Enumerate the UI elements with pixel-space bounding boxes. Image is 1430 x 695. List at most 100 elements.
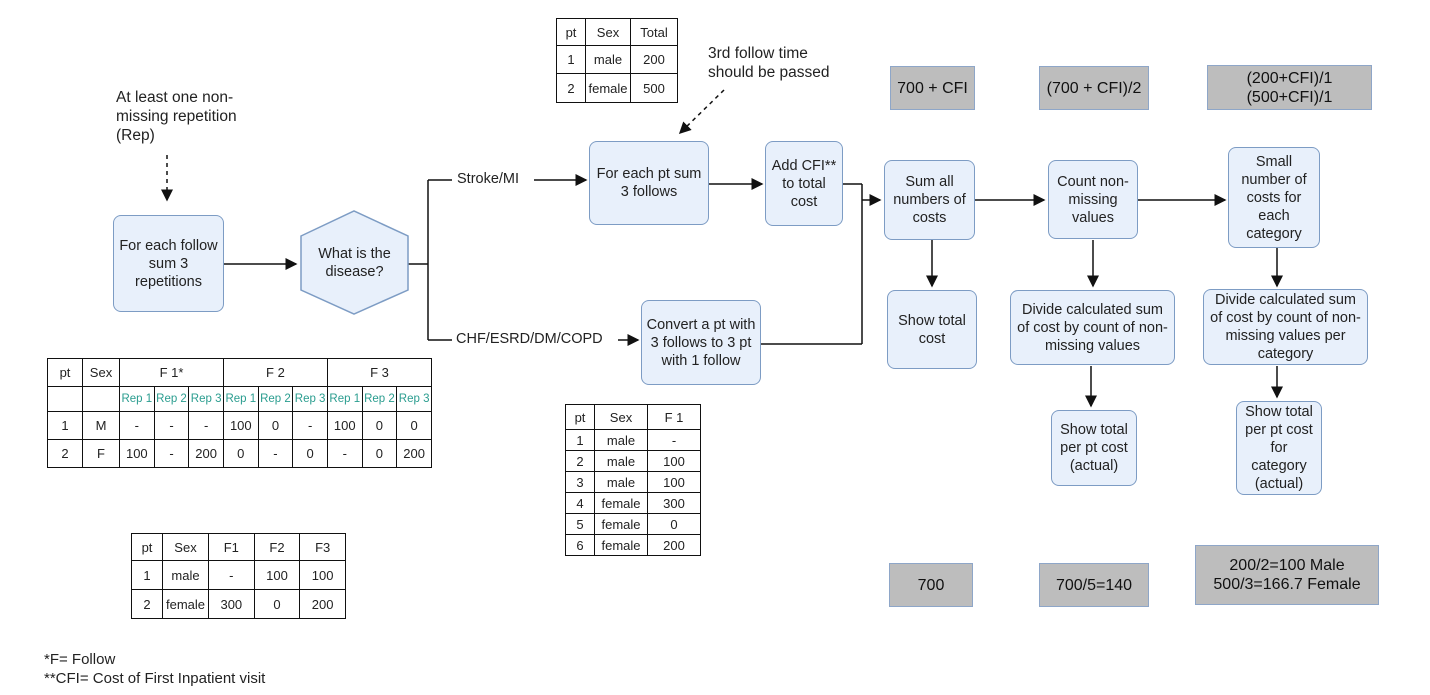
table-row: 4 female 300 <box>565 492 701 514</box>
cell: 0 <box>257 411 294 440</box>
header-cell: Sex <box>82 358 120 387</box>
formula-top-c1: (200+CFI)/1 <box>1246 69 1333 87</box>
cell: 0 <box>253 589 301 619</box>
header-cell: pt <box>565 404 595 430</box>
cell: 100 <box>119 439 155 468</box>
rep-cell: Rep 1 <box>119 386 155 412</box>
cell: 300 <box>208 589 255 619</box>
formula-bottom-c1: 200/2=100 Male <box>1229 557 1345 574</box>
footnote-cfi: **CFI= Cost of First Inpatient visit <box>44 670 266 687</box>
reps-table-rep-row: Rep 1 Rep 2 Rep 3 Rep 1 Rep 2 Rep 3 Rep … <box>47 386 432 412</box>
header-cell: F1 <box>208 533 255 561</box>
cell: 100 <box>647 450 701 472</box>
cell: male <box>162 560 209 590</box>
empty-cell <box>82 386 120 412</box>
formula-top-c: (200+CFI)/1 (500+CFI)/1 <box>1207 65 1372 110</box>
header-cell: Sex <box>585 18 631 46</box>
cell: 200 <box>396 439 432 468</box>
add-cfi-node: Add CFI** to total cost <box>765 141 843 226</box>
follows-table-header: pt Sex F1 F2 F3 <box>131 533 346 561</box>
rep-cell: Rep 1 <box>222 386 259 412</box>
divide-sum-node: Divide calculated sum of cost by count o… <box>1010 290 1175 365</box>
cell: - <box>647 429 701 451</box>
show-per-category-node: Show total per pt cost for category (act… <box>1236 401 1322 495</box>
totals-table: pt Sex Total 1 male 200 2 female 500 <box>556 18 678 103</box>
rep-cell: Rep 1 <box>326 386 363 412</box>
cell: - <box>257 439 294 468</box>
cell: 200 <box>188 439 224 468</box>
formula-top-b: (700 + CFI)/2 <box>1039 66 1149 110</box>
table-row: 6 female 200 <box>565 534 701 556</box>
cell: 100 <box>253 560 301 590</box>
cell: male <box>585 45 631 74</box>
cell: 0 <box>222 439 259 468</box>
cell: 300 <box>647 492 701 514</box>
table-row: 1 male 200 <box>556 45 678 74</box>
cell: female <box>594 513 648 535</box>
footnote-follow: *F= Follow <box>44 651 116 668</box>
cell: male <box>594 429 648 451</box>
chf-label: CHF/ESRD/DM/COPD <box>456 331 603 347</box>
rep-cell: Rep 2 <box>257 386 294 412</box>
header-cell: F 2 <box>222 358 328 387</box>
rep-cell: Rep 2 <box>153 386 190 412</box>
cell: F <box>82 439 120 468</box>
rep-cell: Rep 3 <box>396 386 432 412</box>
cell: female <box>594 534 648 556</box>
cell: female <box>594 492 648 514</box>
rep-cell: Rep 2 <box>361 386 398 412</box>
formula-bottom-b: 700/5=140 <box>1039 563 1149 607</box>
show-per-pt-node: Show total per pt cost (actual) <box>1051 410 1137 486</box>
header-cell: pt <box>131 533 163 561</box>
sum-reps-node: For each follow sum 3 repetitions <box>113 215 224 312</box>
formula-top-c2: (500+CFI)/1 <box>1246 88 1333 106</box>
table-row: 1 male - <box>565 429 701 451</box>
header-cell: F 3 <box>326 358 433 387</box>
cell: 0 <box>647 513 701 535</box>
cell: - <box>188 411 224 440</box>
cell: - <box>326 439 363 468</box>
empty-cell <box>47 386 83 412</box>
count-nonmissing-node: Count non-missing values <box>1048 160 1138 239</box>
cell: female <box>585 73 631 103</box>
header-cell: pt <box>556 18 586 46</box>
cell: male <box>594 471 648 493</box>
f1-table: pt Sex F 1 1 male - 2 male 100 3 male 10… <box>565 404 701 556</box>
sum-all-node: Sum all numbers of costs <box>884 160 975 240</box>
header-cell: F2 <box>253 533 301 561</box>
reps-table: pt Sex F 1* F 2 F 3 Rep 1 Rep 2 Rep 3 Re… <box>47 358 433 468</box>
formula-top-a: 700 + CFI <box>890 66 975 110</box>
cell: - <box>208 560 255 590</box>
cell: 3 <box>565 471 595 493</box>
cell: 0 <box>292 439 328 468</box>
table-row: 2 F 100 - 200 0 - 0 - 0 200 <box>47 439 432 468</box>
cell: 6 <box>565 534 595 556</box>
disease-hexagon <box>300 210 409 315</box>
table-row: 2 female 300 0 200 <box>131 589 346 619</box>
cell: 200 <box>647 534 701 556</box>
table-row: 1 M - - - 100 0 - 100 0 0 <box>47 411 432 440</box>
cell: 1 <box>131 560 163 590</box>
cell: 2 <box>556 73 586 103</box>
cell: - <box>119 411 155 440</box>
follow-note: 3rd follow time should be passed <box>708 45 830 81</box>
table-row: 1 male - 100 100 <box>131 560 346 590</box>
header-cell: Sex <box>594 404 648 430</box>
cell: 1 <box>565 429 595 451</box>
cell: 2 <box>565 450 595 472</box>
follows-table: pt Sex F1 F2 F3 1 male - 100 100 2 femal… <box>131 533 346 619</box>
cell: female <box>162 589 209 619</box>
cell: 1 <box>47 411 83 440</box>
rep-note: At least one non-missing repetition (Rep… <box>116 89 237 144</box>
cell: 200 <box>299 589 346 619</box>
reps-table-header: pt Sex F 1* F 2 F 3 <box>47 358 433 387</box>
cell: 100 <box>299 560 346 590</box>
cell: 2 <box>131 589 163 619</box>
cell: 500 <box>630 73 678 103</box>
rep-cell: Rep 3 <box>292 386 328 412</box>
disease-node: What is the disease? <box>318 245 391 280</box>
small-number-node: Small number of costs for each category <box>1228 147 1320 248</box>
formula-bottom-c2: 500/3=166.7 Female <box>1213 576 1361 593</box>
cell: 2 <box>47 439 83 468</box>
stroke-label: Stroke/MI <box>457 171 520 187</box>
